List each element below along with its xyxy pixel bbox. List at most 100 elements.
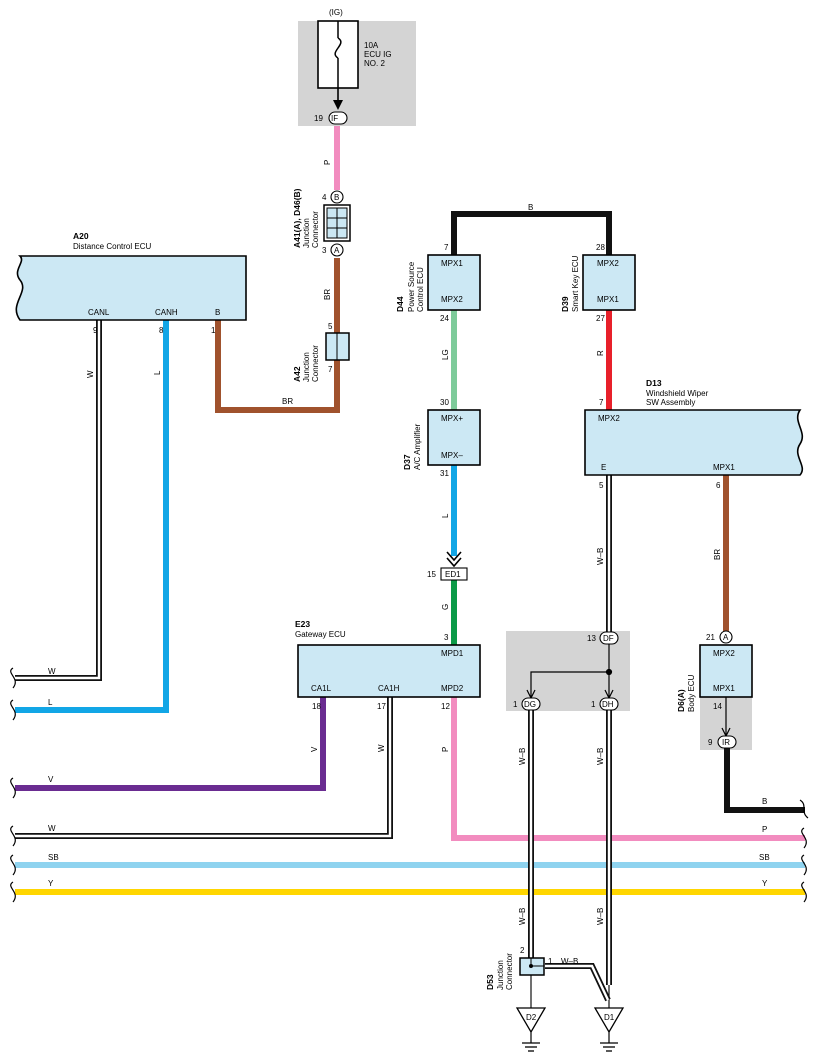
d6-conn-a bbox=[719, 630, 733, 644]
d53-name1: Junction bbox=[496, 960, 505, 990]
e23-mpd2: MPD2 bbox=[441, 684, 464, 693]
wire-labels: P BR BR B LG R L G W–B BR W L W L V V W … bbox=[48, 160, 770, 966]
d13-n-mpx1: 6 bbox=[716, 481, 721, 490]
lbl-br-h: BR bbox=[282, 397, 293, 406]
lbl-v-vert: V bbox=[310, 746, 319, 752]
junction-a42: 5 7 A42 Junction Connector bbox=[292, 322, 350, 382]
wire-b-bottom bbox=[724, 748, 805, 813]
lbl-b-bottom: B bbox=[762, 797, 767, 806]
d44-n2: 24 bbox=[440, 314, 449, 323]
conn-if-label: IF bbox=[331, 114, 338, 123]
d53-pin1: 1 bbox=[548, 957, 553, 966]
ir-pin: 9 bbox=[708, 738, 713, 747]
lbl-sb-left: SB bbox=[48, 853, 59, 862]
junction-a41: B 4 A 3 A41(A), D46(B) Junction Connecto… bbox=[292, 188, 351, 257]
d13-t-e: E bbox=[601, 463, 606, 472]
lbl-br-d6: BR bbox=[713, 549, 722, 560]
wire-l-canh bbox=[15, 320, 169, 713]
wire-v bbox=[15, 697, 326, 791]
lbl-l-canh: L bbox=[153, 370, 162, 375]
lbl-wb-dg2: W–B bbox=[518, 908, 527, 925]
lbl-p-right: P bbox=[762, 825, 767, 834]
conn-if bbox=[328, 111, 348, 125]
d37-t1: MPX+ bbox=[441, 414, 463, 423]
e23-ca1h: CA1H bbox=[378, 684, 400, 693]
ground-d2-label: D2 bbox=[526, 1013, 537, 1022]
lbl-wb-dg: W–B bbox=[518, 748, 527, 765]
fuse-10a: (IG) 10A ECU IG NO. 2 bbox=[317, 8, 392, 110]
a41-name2: Connector bbox=[311, 211, 320, 248]
d44-name1: Power Source bbox=[407, 261, 416, 312]
lbl-lg: LG bbox=[441, 349, 450, 360]
wire-p-bottom bbox=[451, 697, 805, 841]
a20-box bbox=[15, 255, 247, 321]
d39-n1: 28 bbox=[596, 243, 605, 252]
lbl-l-ac: L bbox=[441, 513, 450, 518]
df-pin: 13 bbox=[587, 634, 596, 643]
d13-n-e: 5 bbox=[599, 481, 604, 490]
a20-code: A20 bbox=[73, 231, 89, 241]
lbl-wb-dh: W–B bbox=[596, 748, 605, 765]
d13-name1: Windshield Wiper bbox=[646, 389, 709, 398]
d13-n1: 7 bbox=[599, 398, 604, 407]
d39-n2: 27 bbox=[596, 314, 605, 323]
d44-t2: MPX2 bbox=[441, 295, 463, 304]
d6-t2: MPX1 bbox=[713, 684, 735, 693]
d39-name: Smart Key ECU bbox=[571, 255, 580, 312]
conn-ir bbox=[717, 735, 737, 749]
e23-code: E23 bbox=[295, 619, 310, 629]
d53-name2: Connector bbox=[505, 953, 514, 990]
d37-name: A/C Amplifier bbox=[413, 423, 422, 470]
a41-pin-bot: 3 bbox=[322, 246, 327, 255]
ig-label: (IG) bbox=[329, 8, 343, 17]
dh-pin: 1 bbox=[591, 700, 596, 709]
fuse-rating: 10A bbox=[364, 41, 379, 50]
lbl-l-left: L bbox=[48, 698, 53, 707]
lbl-b-top: B bbox=[528, 203, 533, 212]
lbl-w-vert: W bbox=[377, 744, 386, 752]
conn-df bbox=[599, 631, 619, 645]
a42-name2: Connector bbox=[311, 345, 320, 382]
d39-box bbox=[582, 254, 636, 311]
a20-n-canh: 8 bbox=[159, 326, 164, 335]
d39-t2: MPX1 bbox=[597, 295, 619, 304]
d37-t2: MPX– bbox=[441, 451, 463, 460]
d39-t1: MPX2 bbox=[597, 259, 619, 268]
wire-b-top bbox=[451, 211, 612, 255]
d53-code: D53 bbox=[485, 974, 495, 990]
lbl-v-left: V bbox=[48, 775, 54, 784]
d37-n1: 30 bbox=[440, 398, 449, 407]
d13-t1: MPX2 bbox=[598, 414, 620, 423]
d44-t1: MPX1 bbox=[441, 259, 463, 268]
a41-conn-bot: A bbox=[334, 246, 340, 255]
lbl-wb-d53: W–B bbox=[561, 957, 578, 966]
d44-name2: Control ECU bbox=[416, 267, 425, 312]
dh-label: DH bbox=[602, 700, 614, 709]
d44-code: D44 bbox=[395, 296, 405, 312]
wire-wb-d53 bbox=[545, 963, 611, 1002]
d13-t-mpx1: MPX1 bbox=[713, 463, 735, 472]
a41-pin-top: 4 bbox=[322, 193, 327, 202]
d53-pin2: 2 bbox=[520, 946, 525, 955]
a41-conn-top: B bbox=[334, 193, 339, 202]
a20-n-b: 1 bbox=[211, 326, 216, 335]
d44-box bbox=[427, 254, 481, 311]
a42-pin-top: 5 bbox=[328, 322, 333, 331]
lbl-br-v: BR bbox=[323, 289, 332, 300]
d6-conn-a-label: A bbox=[723, 633, 729, 642]
lbl-g: G bbox=[441, 604, 450, 610]
wire-w-canl bbox=[15, 320, 102, 681]
d37-n2: 31 bbox=[440, 469, 449, 478]
ground-d1-label: D1 bbox=[604, 1013, 615, 1022]
conn-dg bbox=[521, 697, 541, 711]
fuse-name2: NO. 2 bbox=[364, 59, 385, 68]
lbl-wb-e: W–B bbox=[596, 548, 605, 565]
ground-d1: D1 bbox=[593, 1007, 625, 1052]
a41-code: A41(A), D46(B) bbox=[292, 188, 302, 248]
d13-box bbox=[584, 409, 804, 476]
wire-w-ca1h bbox=[15, 697, 393, 839]
d13-code: D13 bbox=[646, 378, 662, 388]
a20-name: Distance Control ECU bbox=[73, 242, 151, 251]
a20-b: B bbox=[215, 308, 220, 317]
